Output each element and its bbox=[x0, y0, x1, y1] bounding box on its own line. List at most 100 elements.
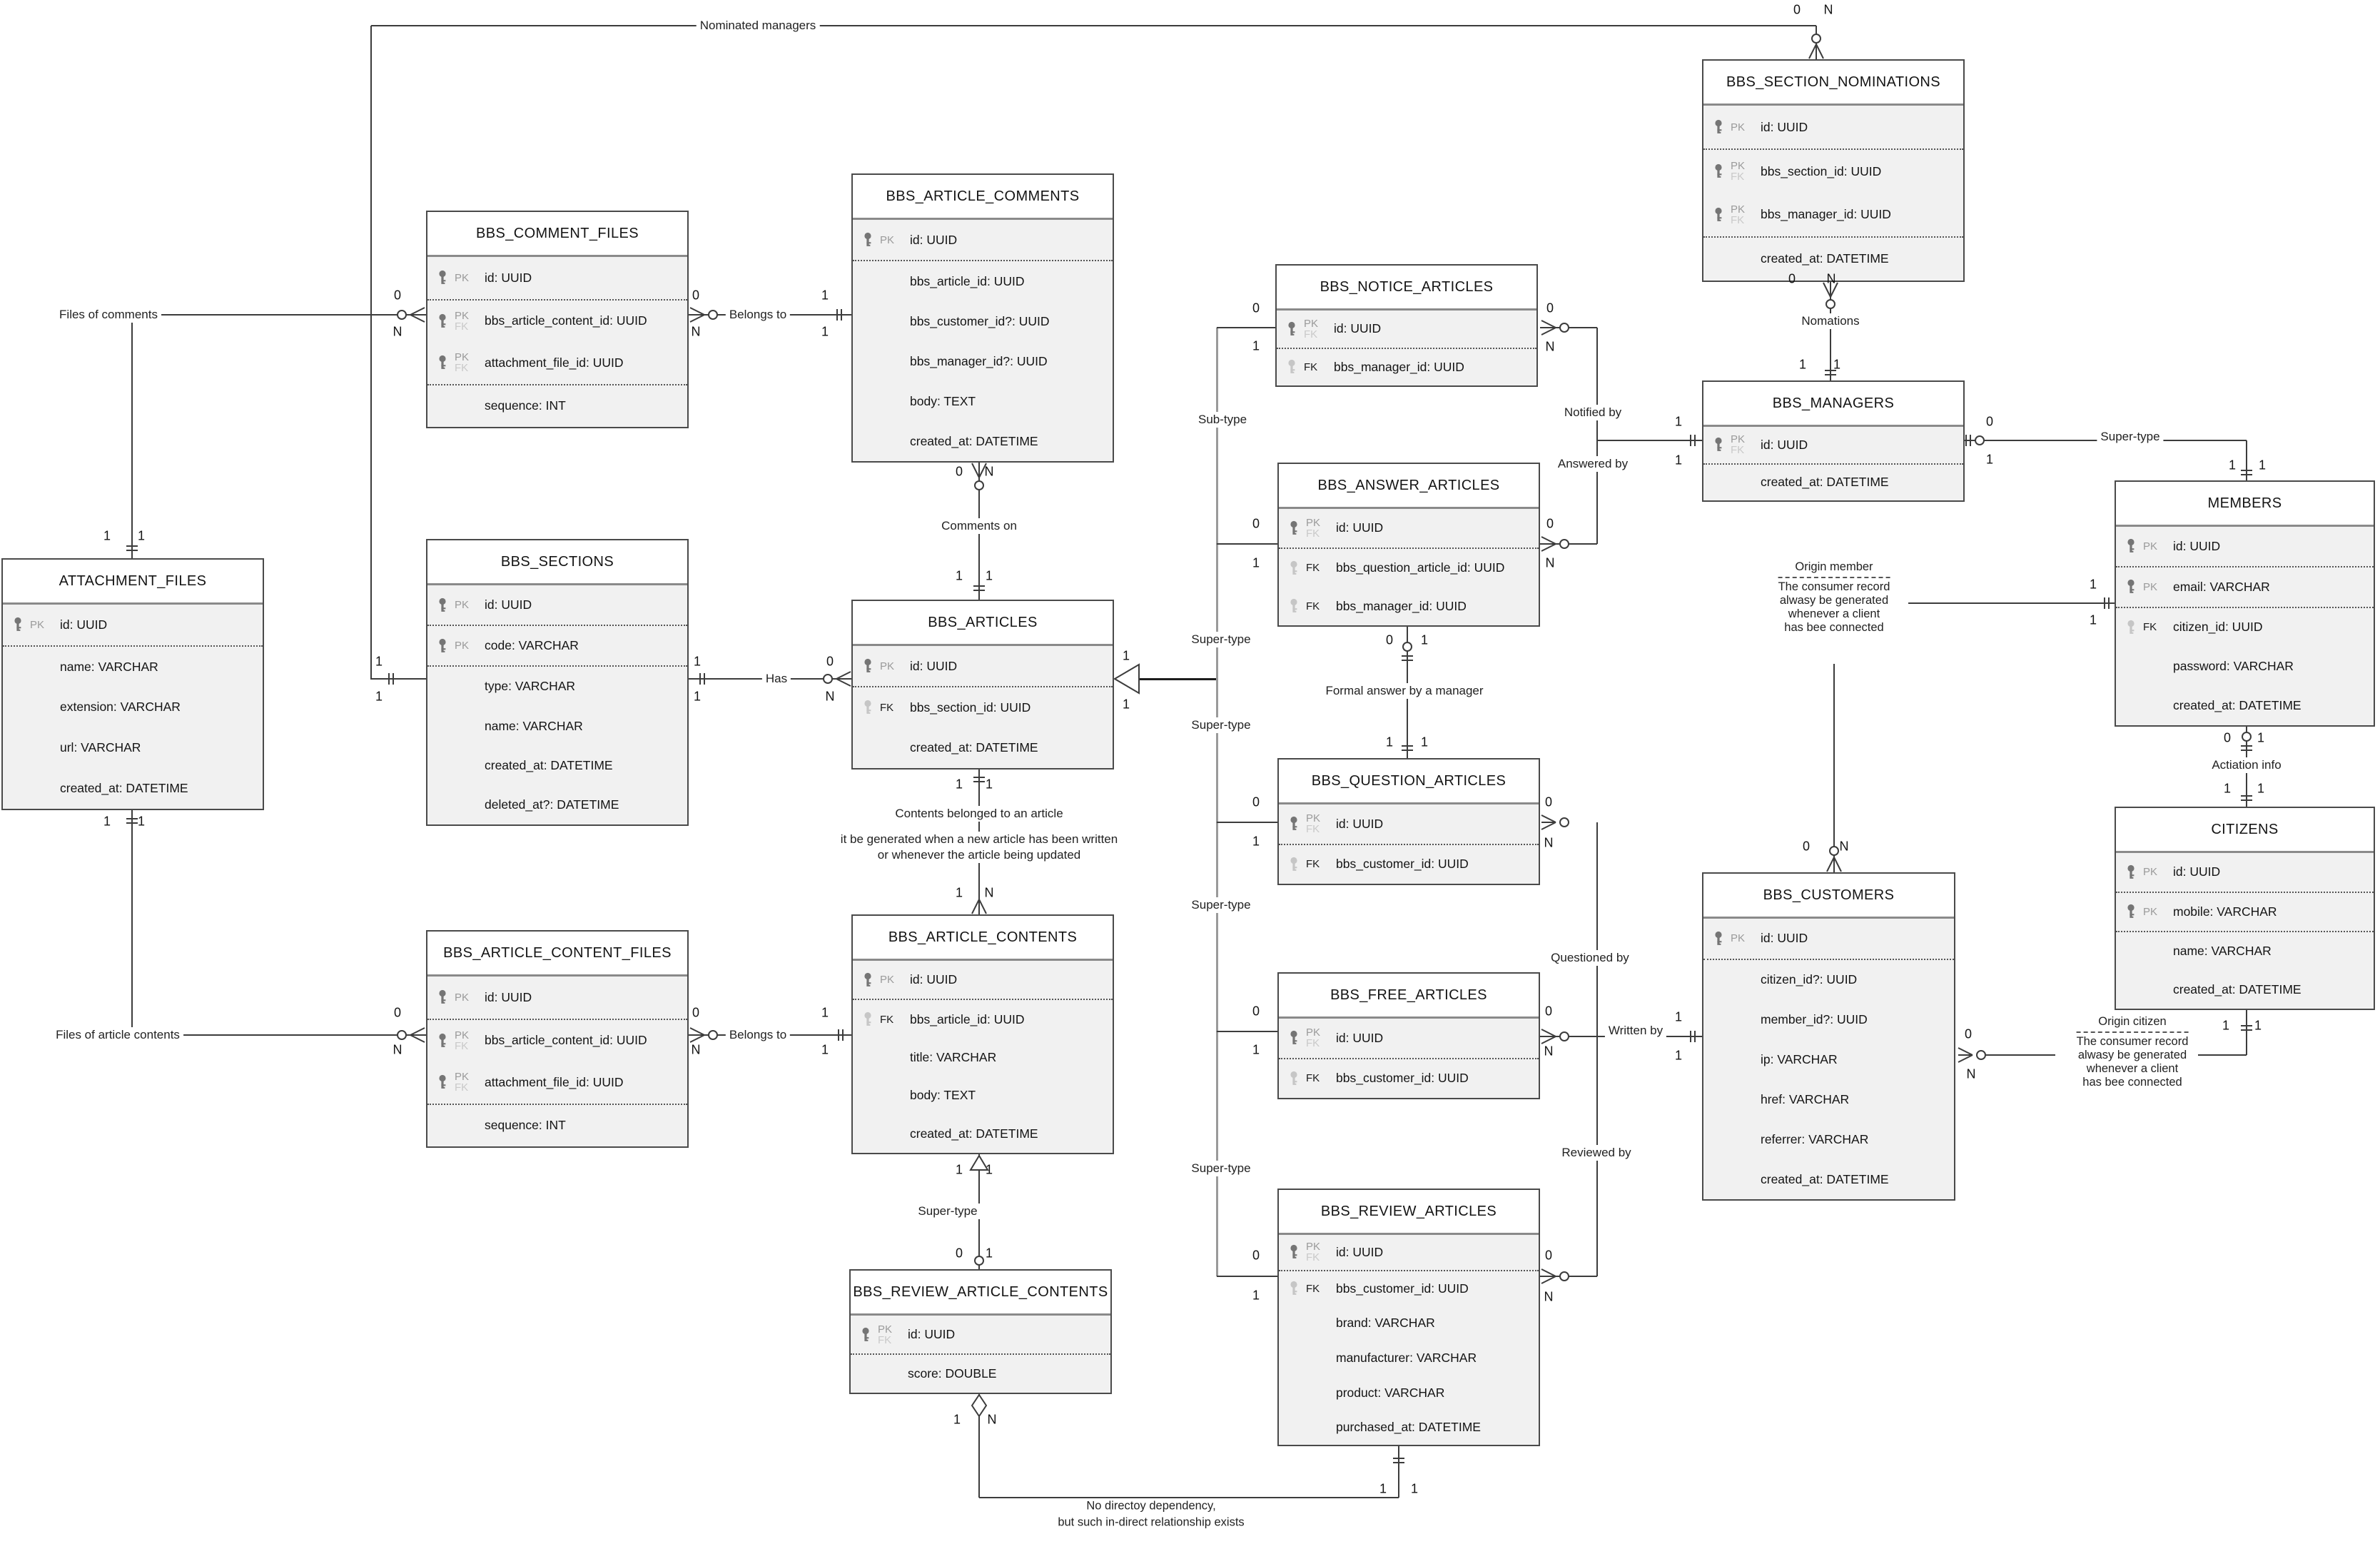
field-text: deleted_at?: DATETIME bbox=[485, 797, 619, 812]
zero-circle-glyph bbox=[1559, 817, 1570, 828]
zero-circle-glyph bbox=[1559, 1031, 1570, 1042]
key-icon bbox=[864, 972, 871, 987]
field-text: mobile: VARCHAR bbox=[2173, 904, 2277, 919]
entity-field: created_at: DATETIME bbox=[1703, 238, 1963, 281]
cardinality-label: 0 bbox=[1252, 301, 1260, 316]
relationship-label: Super-type bbox=[1188, 632, 1255, 647]
one-tick-glyph bbox=[2241, 470, 2252, 475]
zero-circle-glyph bbox=[1825, 298, 1836, 310]
relationship-label: Contents belonged to an article bbox=[891, 806, 1067, 822]
entity-field: bbs_article_id: UUID bbox=[853, 261, 1113, 301]
cardinality-label: 1 bbox=[1252, 834, 1260, 849]
relationship-label: it be generated when a new article has b… bbox=[836, 832, 1122, 847]
field-text: name: VARCHAR bbox=[60, 659, 158, 674]
field-text: id: UUID bbox=[1336, 1244, 1384, 1259]
entity-field: citizen_id?: UUID bbox=[1703, 960, 1954, 1000]
key-icon-cell bbox=[1712, 163, 1731, 179]
note-line: alwasy be generated bbox=[2077, 1049, 2187, 1061]
cardinality-label: 1 bbox=[2257, 730, 2265, 745]
key-type-label: PK bbox=[880, 233, 895, 246]
entity-field: bbs_customer_id?: UUID bbox=[853, 301, 1113, 341]
key-icon bbox=[439, 638, 446, 652]
relationship-line bbox=[1215, 328, 1218, 1276]
field-text: id: UUID bbox=[1761, 931, 1808, 946]
entity-field: created_at: DATETIME bbox=[2116, 971, 2374, 1009]
entity-field: name: VARCHAR bbox=[3, 647, 263, 687]
one-tick-glyph bbox=[2241, 795, 2252, 801]
key-type-label: FK bbox=[1306, 858, 1320, 871]
cardinality-label: 0 bbox=[1252, 516, 1260, 531]
relationship-label: Written by bbox=[1604, 1023, 1667, 1039]
crowfoot-glyph bbox=[971, 898, 988, 915]
crowfoot-glyph bbox=[1823, 282, 1838, 298]
relationship-line bbox=[1596, 822, 1598, 1276]
relationship-line bbox=[1398, 1446, 1399, 1498]
cardinality-label: 0 bbox=[1544, 1248, 1553, 1263]
entity-field: created_at: DATETIME bbox=[1703, 1159, 1954, 1199]
relationship-label: Questioned by bbox=[1547, 950, 1633, 966]
field-text: id: UUID bbox=[1761, 119, 1808, 134]
key-icon-cell bbox=[436, 355, 455, 370]
entity-field: created_at: DATETIME bbox=[853, 728, 1113, 768]
one-tick-glyph bbox=[1964, 434, 1973, 447]
field-text: name: VARCHAR bbox=[485, 718, 583, 733]
entity-field: created_at: DATETIME bbox=[3, 768, 263, 809]
field-text: bbs_section_id: UUID bbox=[910, 700, 1031, 715]
field-text: bbs_manager_id?: UUID bbox=[910, 353, 1048, 368]
zero-circle-glyph bbox=[1402, 641, 1413, 652]
cardinality-label: 1 bbox=[2228, 458, 2237, 473]
one-tick-glyph bbox=[835, 308, 844, 321]
one-tick-glyph bbox=[1690, 435, 1696, 446]
key-icon-cell bbox=[2125, 904, 2143, 919]
key-type-label: PK bbox=[1731, 932, 1746, 945]
key-icon bbox=[2127, 904, 2135, 919]
key-icon bbox=[439, 355, 446, 370]
key-type-label: PK bbox=[880, 660, 895, 672]
cardinality-label: 0 bbox=[393, 1005, 402, 1020]
relationship-label: Has bbox=[761, 671, 791, 687]
key-icon-cell bbox=[2125, 864, 2143, 880]
zero-circle-glyph bbox=[1559, 323, 1569, 333]
one-tick-glyph bbox=[1402, 745, 1413, 751]
field-text: created_at: DATETIME bbox=[2173, 698, 2301, 713]
cardinality-label: 1 bbox=[375, 689, 383, 704]
one-tick-glyph bbox=[2240, 794, 2253, 802]
cardinality-label: N bbox=[393, 1042, 402, 1057]
cardinality-label: N bbox=[1544, 1289, 1554, 1304]
zero-circle-glyph bbox=[2242, 732, 2252, 742]
cardinality-label: 1 bbox=[103, 528, 111, 543]
entity-field: sequence: INT bbox=[427, 385, 687, 428]
